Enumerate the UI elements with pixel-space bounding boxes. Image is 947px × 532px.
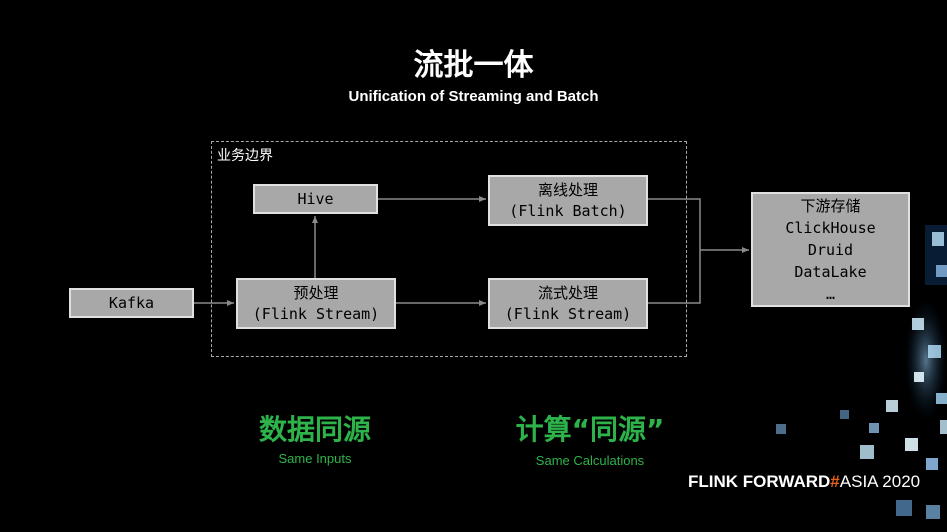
business-boundary [211,141,687,357]
page-title: 流批一体 [413,48,534,83]
business-boundary-label: 业务边界 [217,148,273,164]
same-calculations-title: 计算“同源” [515,413,665,446]
downstream-storage-node: 下游存储 ClickHouse Druid DataLake … [751,192,910,307]
streaming-label: 流式处理 [537,283,598,302]
stream-processing-node: 流式处理 (Flink Stream) [488,278,648,329]
storage-item: ClickHouse [785,218,876,237]
storage-item-more: … [825,284,836,303]
hive-node: Hive [253,184,378,214]
same-calculations-subtitle: Same Calculations [535,453,645,468]
storage-label: 下游存储 [800,196,861,215]
flink-forward-logo: FLINK FORWARD#ASIA 2020 [688,472,920,492]
preprocess-node: 预处理 (Flink Stream) [236,278,396,329]
preprocess-engine: (Flink Stream) [252,304,380,323]
edge-offline-to-storage [648,198,701,250]
kafka-node: Kafka [69,288,194,318]
streaming-engine: (Flink Stream) [504,304,632,323]
offline-label: 离线处理 [537,180,598,199]
offline-processing-node: 离线处理 (Flink Batch) [488,175,648,226]
kafka-label: Kafka [108,293,155,312]
offline-engine: (Flink Batch) [509,201,627,220]
brand-event: ASIA 2020 [839,472,921,491]
brand-name: FLINK FORWARD [688,472,831,491]
edge-streaming-to-storage [648,250,701,304]
same-inputs-subtitle: Same Inputs [278,451,352,466]
page-subtitle: Unification of Streaming and Batch [348,88,599,105]
hive-label: Hive [297,189,334,208]
preprocess-label: 预处理 [293,283,339,302]
storage-item: Druid [807,240,854,259]
storage-item: DataLake [794,262,867,281]
brand-hash: # [830,472,840,491]
same-inputs-title: 数据同源 [258,413,371,446]
